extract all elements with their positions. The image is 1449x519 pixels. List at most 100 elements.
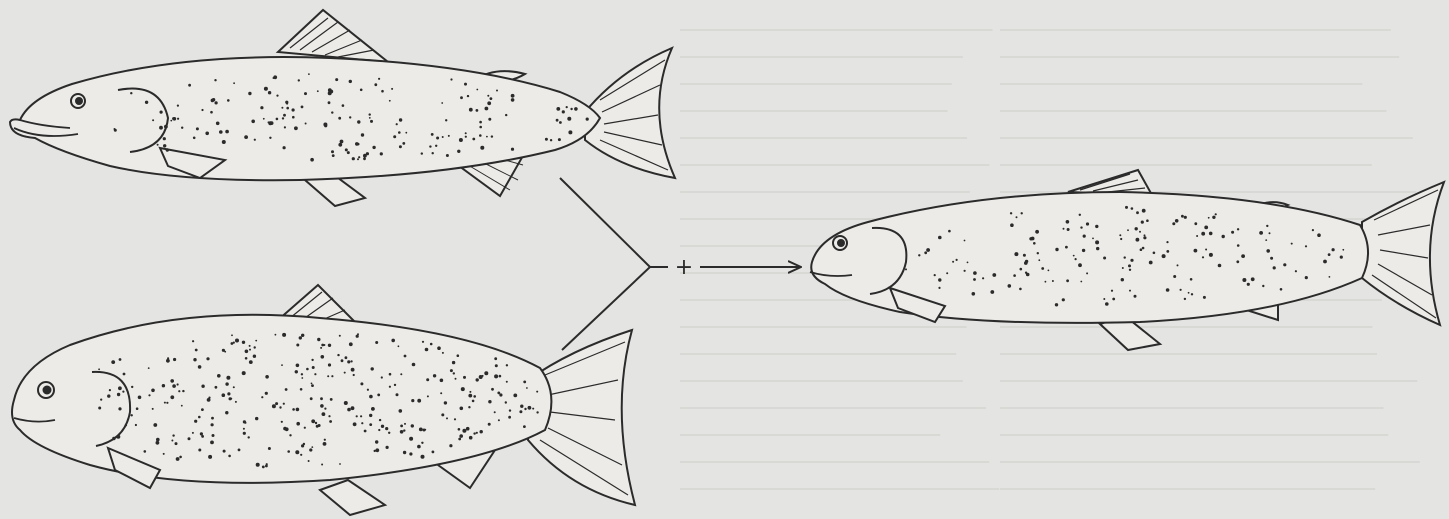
- spot: [144, 450, 147, 453]
- spot: [1055, 303, 1058, 306]
- spot: [217, 374, 221, 378]
- spot: [1203, 296, 1206, 299]
- spot: [372, 146, 375, 149]
- spot: [210, 111, 213, 114]
- spot: [1019, 288, 1022, 291]
- spot: [216, 122, 220, 126]
- spot: [358, 156, 360, 158]
- spot: [377, 394, 380, 397]
- spot: [162, 105, 164, 107]
- spot: [109, 389, 111, 391]
- spot: [1125, 206, 1128, 209]
- spot: [556, 119, 559, 122]
- spot: [964, 270, 966, 272]
- spot: [170, 120, 172, 122]
- spot: [332, 154, 335, 157]
- spot: [331, 111, 333, 113]
- spot: [1035, 230, 1039, 234]
- spot: [296, 422, 300, 426]
- spot: [152, 119, 154, 121]
- spot: [227, 392, 230, 395]
- spot: [1283, 263, 1286, 266]
- spot: [369, 113, 371, 115]
- spot: [323, 414, 325, 416]
- spot: [164, 125, 168, 129]
- spot: [356, 335, 359, 338]
- spot: [160, 111, 163, 114]
- spot: [1092, 238, 1094, 240]
- spot: [353, 422, 357, 426]
- spot: [497, 392, 500, 395]
- spot: [389, 386, 391, 388]
- spot: [396, 393, 399, 396]
- spot: [287, 450, 290, 453]
- spot: [222, 393, 226, 397]
- spot: [145, 101, 148, 104]
- spot: [122, 391, 124, 393]
- spot: [1096, 247, 1099, 250]
- spot: [311, 419, 315, 423]
- spot: [1265, 239, 1267, 241]
- spot: [399, 409, 403, 413]
- spot: [276, 95, 278, 97]
- spot: [345, 148, 348, 151]
- spot: [431, 133, 434, 136]
- spot: [329, 420, 332, 423]
- spot: [459, 434, 463, 438]
- spot: [205, 132, 209, 136]
- spot: [1196, 235, 1198, 237]
- spot: [403, 451, 406, 454]
- spot: [1269, 232, 1271, 234]
- spot: [1086, 272, 1088, 274]
- spot: [119, 358, 122, 361]
- spot: [283, 114, 286, 117]
- spot: [458, 428, 461, 431]
- spot: [402, 142, 405, 145]
- spot: [476, 89, 478, 91]
- spot: [393, 135, 396, 138]
- spot: [1078, 263, 1082, 267]
- spot: [494, 374, 498, 378]
- spot: [347, 408, 351, 412]
- spot: [1173, 275, 1176, 278]
- spot: [375, 341, 378, 344]
- spot: [400, 430, 404, 434]
- spot: [1332, 248, 1335, 251]
- spot: [1037, 252, 1039, 254]
- spot: [177, 105, 179, 107]
- spot: [399, 118, 402, 121]
- spot: [426, 378, 429, 381]
- spot: [399, 145, 402, 148]
- spot: [476, 378, 479, 381]
- spot: [570, 108, 572, 110]
- spot: [268, 91, 271, 94]
- spot: [460, 407, 464, 411]
- spot: [356, 415, 358, 417]
- spot: [1063, 228, 1065, 230]
- spot: [1020, 268, 1023, 271]
- spot: [310, 158, 314, 162]
- spot: [208, 455, 212, 459]
- cross-plus-symbol: +: [675, 255, 693, 280]
- spot: [905, 268, 907, 270]
- spot: [251, 120, 255, 124]
- spot: [1141, 221, 1144, 224]
- spot: [222, 349, 225, 352]
- spot: [509, 409, 511, 411]
- spot: [166, 359, 170, 363]
- spot: [206, 357, 209, 360]
- spot: [233, 342, 235, 344]
- spot: [292, 116, 295, 119]
- spot: [305, 123, 307, 125]
- spot: [344, 401, 348, 405]
- spot: [488, 118, 491, 121]
- spot: [404, 423, 406, 425]
- spot: [329, 90, 333, 94]
- spot: [1140, 248, 1143, 251]
- spot: [973, 271, 977, 275]
- spot: [363, 157, 366, 160]
- spot: [558, 138, 561, 141]
- spot: [1010, 212, 1012, 214]
- spot: [331, 150, 334, 153]
- spot: [339, 335, 341, 337]
